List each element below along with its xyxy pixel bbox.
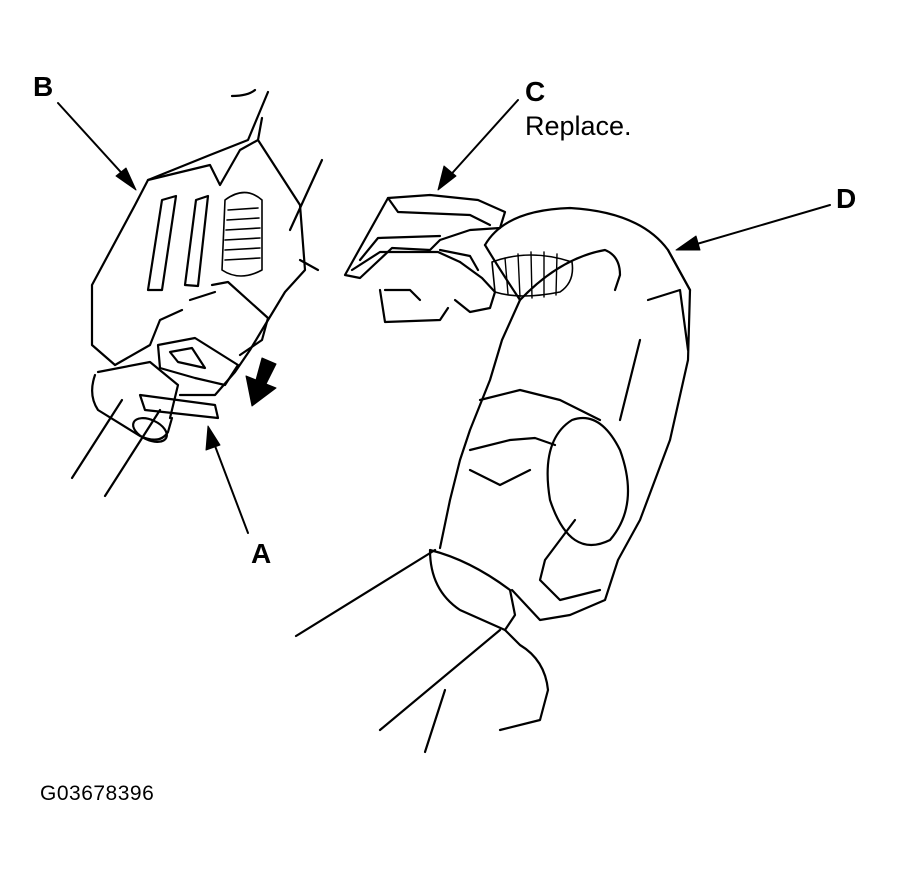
arrowhead-c: [437, 165, 457, 191]
leader-d: [689, 204, 831, 247]
callout-b: B: [33, 71, 54, 102]
hose-assembly: [70, 88, 324, 498]
leader-a: [211, 437, 249, 534]
connector-clip: [343, 193, 507, 324]
retaining-clip: [138, 280, 270, 420]
hose-ring: [91, 373, 174, 441]
bracket-slot-outer: [146, 194, 178, 292]
callout-c: C: [525, 76, 546, 107]
down-arrow-icon: [245, 357, 277, 407]
ribbed-fitting: [221, 191, 263, 277]
hose-line-inner: [103, 408, 162, 498]
bracket-wall-2: [298, 258, 320, 272]
leader-lines: [57, 99, 831, 534]
tool-grip: [294, 548, 550, 754]
arrowhead-d: [675, 235, 701, 251]
arrowhead-a: [205, 425, 221, 451]
tool-assembly: [294, 193, 692, 754]
bracket-top-edge: [146, 90, 270, 182]
hose-line-outer: [70, 398, 124, 480]
figure-id: G03678396: [40, 782, 155, 805]
bracket-slot-inner: [183, 194, 210, 288]
leader-arrowheads: [115, 165, 701, 451]
tool-handle: [438, 206, 692, 622]
leader-c: [445, 99, 519, 181]
leader-b: [57, 102, 129, 181]
callout-d: D: [836, 183, 857, 214]
hose-collar: [96, 360, 180, 420]
bracket-edge-curve: [230, 88, 257, 98]
callout-c-note: Replace.: [525, 111, 632, 141]
hose-end-ring: [132, 417, 168, 443]
bracket-body: [90, 116, 307, 397]
callout-a: A: [251, 538, 272, 569]
bracket-wall: [288, 158, 324, 232]
arrowhead-b: [115, 167, 137, 191]
